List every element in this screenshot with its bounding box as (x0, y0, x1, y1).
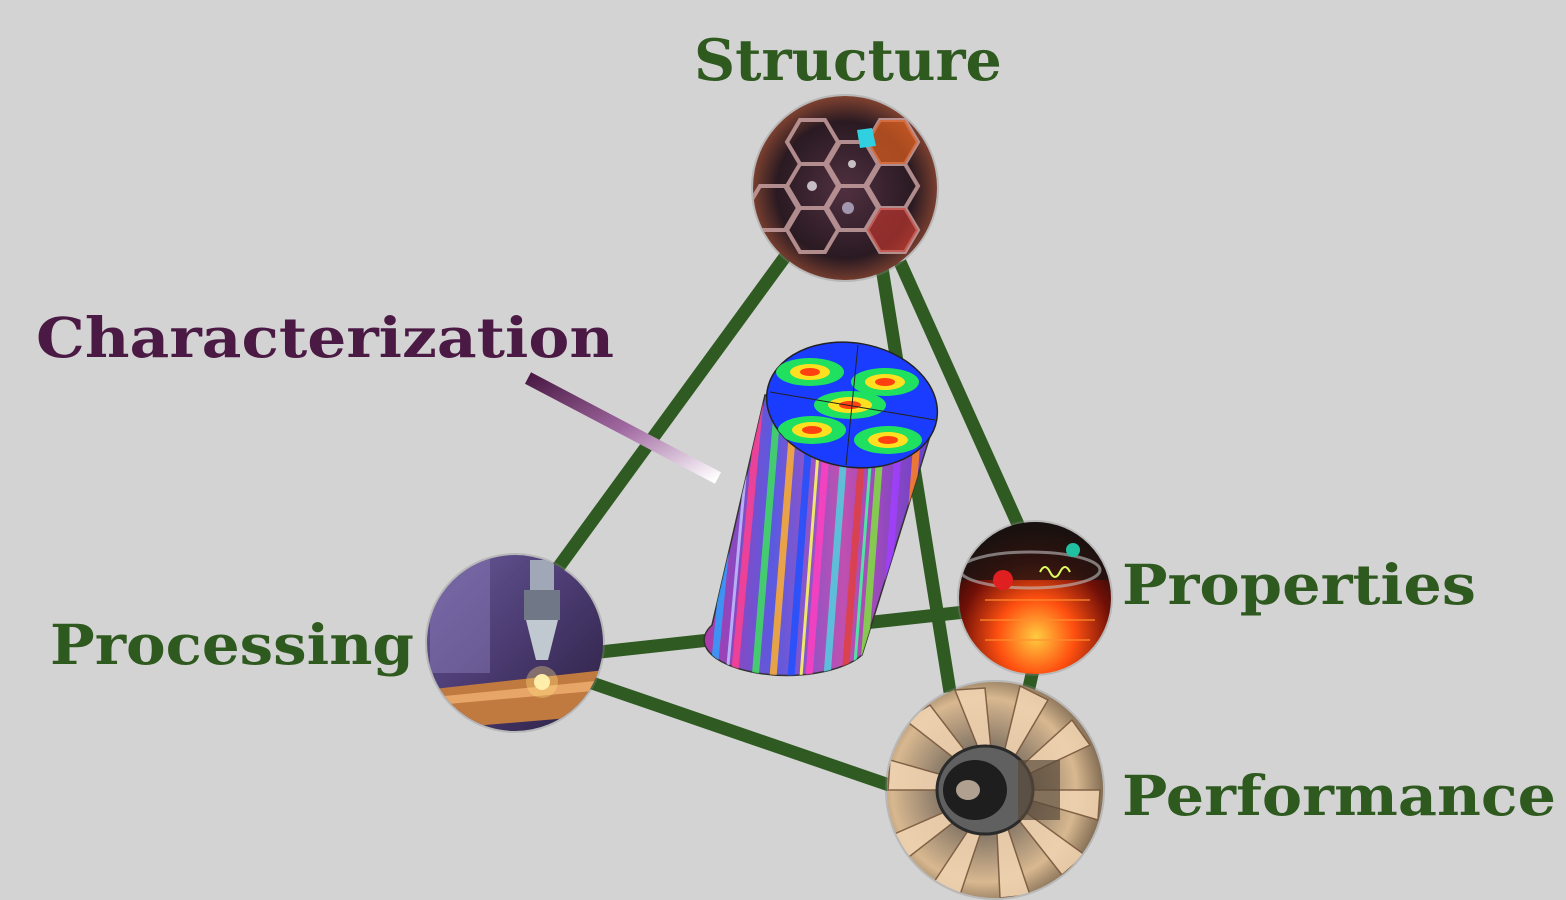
structure-label: Structure (694, 27, 1002, 94)
ebsd-grain-map-cylinder-image (703, 341, 939, 677)
properties-label: Properties (1122, 552, 1476, 617)
edge-structure-processing (549, 246, 796, 576)
edge-structure-properties (894, 259, 1031, 543)
properties-node (957, 520, 1113, 676)
jet-turbine-engine-image (887, 682, 1103, 898)
edge-processing-performance (589, 676, 895, 793)
hexagonal-microstructure-image (753, 96, 937, 280)
performance-node (885, 680, 1105, 900)
structure-node (751, 94, 939, 282)
characterization-pointer (524, 372, 722, 484)
processing-label: Processing (50, 612, 414, 677)
laser-deposition-nozzle-image (427, 555, 603, 731)
performance-label: Performance (1122, 763, 1556, 828)
processing-node (425, 553, 605, 733)
characterization-label: Characterization (36, 305, 614, 370)
